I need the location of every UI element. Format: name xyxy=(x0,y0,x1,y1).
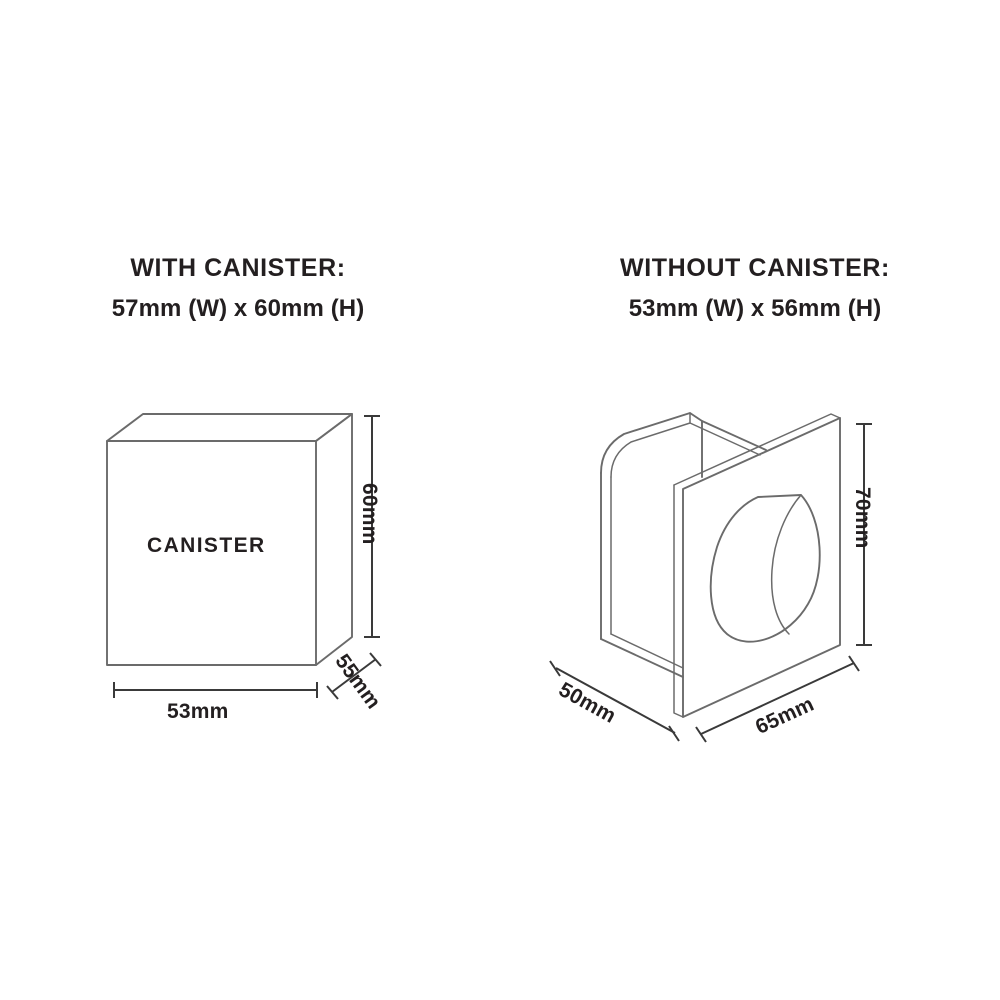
heading-with-canister: WITH CANISTER: 57mm (W) x 60mm (H) xyxy=(0,252,488,324)
panel-with-canister: WITH CANISTER: 57mm (W) x 60mm (H) xyxy=(0,252,488,324)
canister-face-label: CANISTER xyxy=(147,534,266,557)
heading-subtitle-with-canister: 57mm (W) x 60mm (H) xyxy=(111,294,365,322)
heading-subtitle-without-canister: 53mm (W) x 56mm (H) xyxy=(628,294,882,322)
heading-without-canister: WITHOUT CANISTER: 53mm (W) x 56mm (H) xyxy=(505,252,1000,324)
heading-title-without-canister: WITHOUT CANISTER: xyxy=(620,254,890,282)
panel-without-canister: WITHOUT CANISTER: 53mm (W) x 56mm (H) xyxy=(500,0,1000,1000)
dimension-label-height-right: 70mm xyxy=(851,487,874,549)
dimension-label-height-left: 60mm xyxy=(358,483,381,545)
dimension-label-width-left: 53mm xyxy=(167,700,229,723)
heading-title-with-canister: WITH CANISTER: xyxy=(130,254,346,282)
